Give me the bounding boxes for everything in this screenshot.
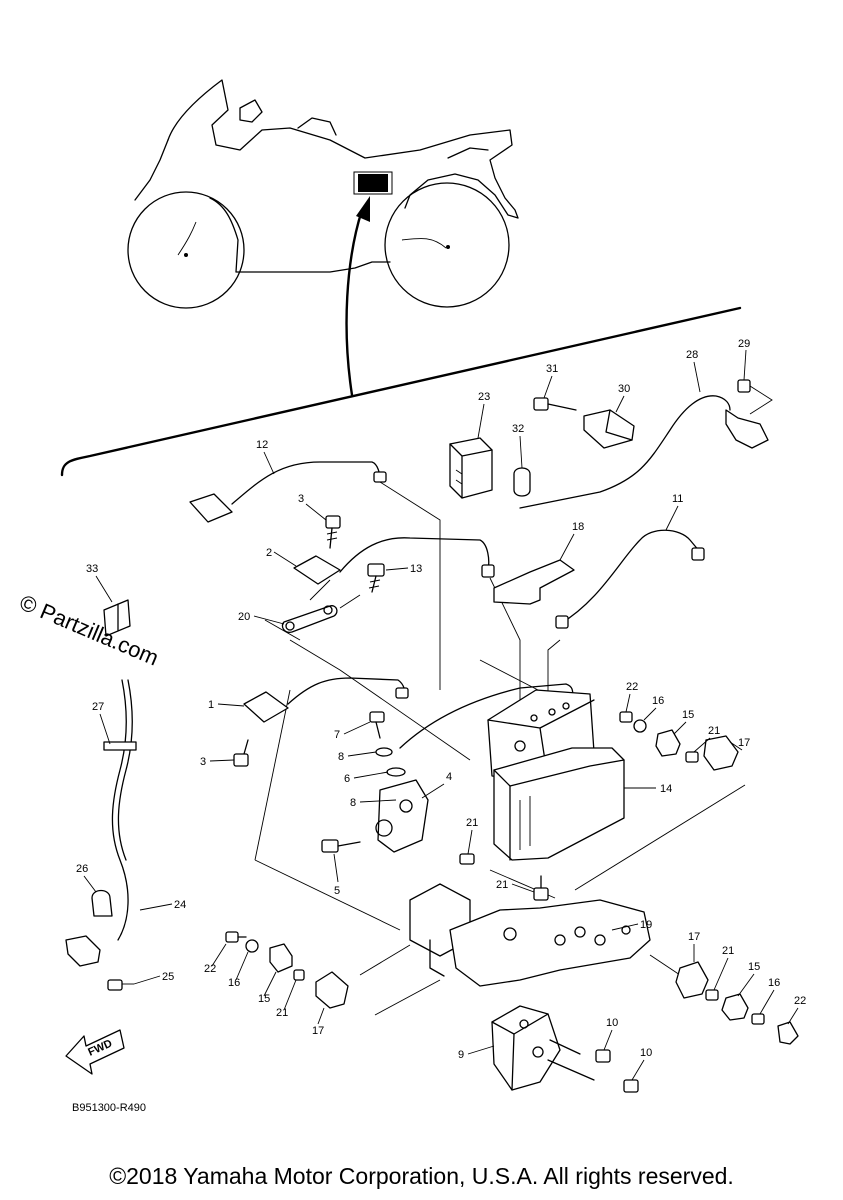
bracket-30 (533, 397, 635, 449)
wheel-sensor-28 (519, 379, 773, 509)
brake-pipe-11 (555, 529, 705, 629)
callout-10-upper: 10 (606, 1017, 618, 1029)
joint-4 (321, 779, 429, 853)
mount-right (619, 711, 739, 771)
callout-16-right: 16 (652, 695, 664, 707)
diagram-code: B951300-R490 (72, 1102, 146, 1114)
relay-23 (449, 437, 493, 499)
callout-2: 2 (266, 547, 272, 559)
callout-22-right: 22 (626, 681, 638, 693)
bracket-33 (103, 599, 131, 637)
callout-3-lower: 3 (200, 756, 206, 768)
callout-27: 27 (92, 701, 104, 713)
mount-lower-right (675, 961, 799, 1045)
callout-28: 28 (686, 349, 698, 361)
callout-11: 11 (672, 493, 683, 505)
callout-18: 18 (572, 521, 584, 533)
mount-left (225, 931, 349, 1009)
callout-13: 13 (410, 563, 422, 575)
callout-6: 6 (344, 773, 350, 785)
callout-21-lower-right: 21 (722, 945, 734, 957)
callout-5: 5 (334, 885, 340, 897)
callout-8-upper: 8 (338, 751, 344, 763)
callout-17-lower-right: 17 (688, 931, 700, 943)
callouts: 12 3 2 13 20 23 31 30 32 28 29 18 (76, 338, 806, 1081)
clip-32 (513, 467, 531, 497)
callout-26: 26 (76, 863, 88, 875)
callout-20: 20 (238, 611, 250, 623)
callout-22-lower-right: 22 (794, 995, 806, 1007)
motorcycle-silhouette (127, 79, 519, 309)
watermark-text: © Partzilla.com (16, 590, 162, 671)
callout-21-left: 21 (276, 1007, 288, 1019)
bracket-19 (409, 883, 651, 987)
callout-17-right: 17 (738, 737, 750, 749)
callout-21-mid: 21 (466, 817, 478, 829)
copyright-notice: ©2018 Yamaha Motor Corporation, U.S.A. A… (109, 1163, 734, 1189)
callout-16-lower-right: 16 (768, 977, 780, 989)
callout-15-lower-right: 15 (748, 961, 760, 973)
callout-7: 7 (334, 729, 340, 741)
callout-29: 29 (738, 338, 750, 350)
callout-15-left: 15 (258, 993, 270, 1005)
callout-31: 31 (546, 363, 558, 375)
callout-22-left: 22 (204, 963, 216, 975)
bolt-3-upper (325, 515, 341, 549)
callout-14: 14 (660, 783, 672, 795)
callout-16-left: 16 (228, 977, 240, 989)
callout-8-lower: 8 (350, 797, 356, 809)
brake-pipe-2 (293, 537, 495, 585)
cover-plate-18 (493, 559, 575, 605)
callout-15-right: 15 (682, 709, 694, 721)
callout-21-right: 21 (708, 725, 720, 737)
bolt-3-lower (233, 739, 249, 767)
callout-24: 24 (174, 899, 186, 911)
pipe-main (399, 683, 574, 749)
callout-30: 30 (618, 383, 630, 395)
bolt-21-a (459, 853, 549, 901)
callout-19: 19 (640, 919, 652, 931)
callout-17-left: 17 (312, 1025, 324, 1037)
callout-12: 12 (256, 439, 268, 451)
callout-21-lower: 21 (496, 879, 508, 891)
bolt-13 (367, 563, 385, 593)
callout-23: 23 (478, 391, 490, 403)
callout-32: 32 (512, 423, 524, 435)
abs-unit-14 (487, 689, 625, 861)
fwd-arrow-icon: FWD (65, 1029, 125, 1075)
bracket-20 (281, 579, 361, 633)
callout-9: 9 (458, 1049, 464, 1061)
joint-9 (491, 1005, 639, 1093)
callout-3-upper: 3 (298, 493, 304, 505)
callout-33: 33 (86, 563, 98, 575)
wheel-sensor-24 (65, 679, 137, 991)
location-arrow (345, 196, 370, 397)
callout-1: 1 (208, 699, 214, 711)
callout-10-lower: 10 (640, 1047, 652, 1059)
brake-pipe-1 (243, 677, 409, 723)
callout-4: 4 (446, 771, 452, 783)
brake-pipe-12 (189, 461, 387, 523)
callout-25: 25 (162, 971, 174, 983)
detail-boundary (60, 306, 742, 477)
